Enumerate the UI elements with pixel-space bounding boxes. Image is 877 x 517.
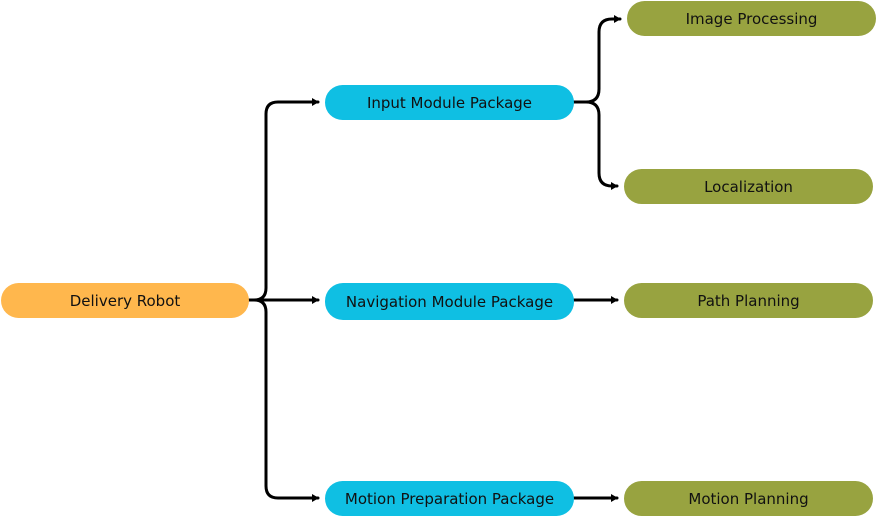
edge-input-to-image-processing	[572, 15, 622, 104]
node-label: Delivery Robot	[69, 291, 181, 310]
node-image-processing: Image Processing	[627, 1, 876, 36]
node-path-planning: Path Planning	[624, 283, 873, 318]
node-label: Motion Planning	[688, 489, 809, 508]
edge-root-to-input-package	[247, 98, 320, 302]
node-delivery-robot: Delivery Robot	[1, 283, 249, 318]
node-input-module-package: Input Module Package	[325, 85, 574, 120]
node-localization: Localization	[624, 169, 873, 204]
node-label: Image Processing	[685, 9, 818, 28]
node-label: Navigation Module Package	[345, 292, 554, 311]
node-navigation-module-package: Navigation Module Package	[325, 283, 574, 320]
node-label: Localization	[704, 177, 793, 196]
node-label: Input Module Package	[366, 93, 533, 112]
edge-input-to-localization	[572, 100, 619, 190]
node-motion-planning: Motion Planning	[624, 481, 873, 516]
edge-root-to-motion-package	[247, 298, 320, 502]
node-label: Path Planning	[697, 291, 800, 310]
node-label: Motion Preparation Package	[344, 489, 555, 508]
node-motion-preparation-package: Motion Preparation Package	[325, 481, 574, 516]
